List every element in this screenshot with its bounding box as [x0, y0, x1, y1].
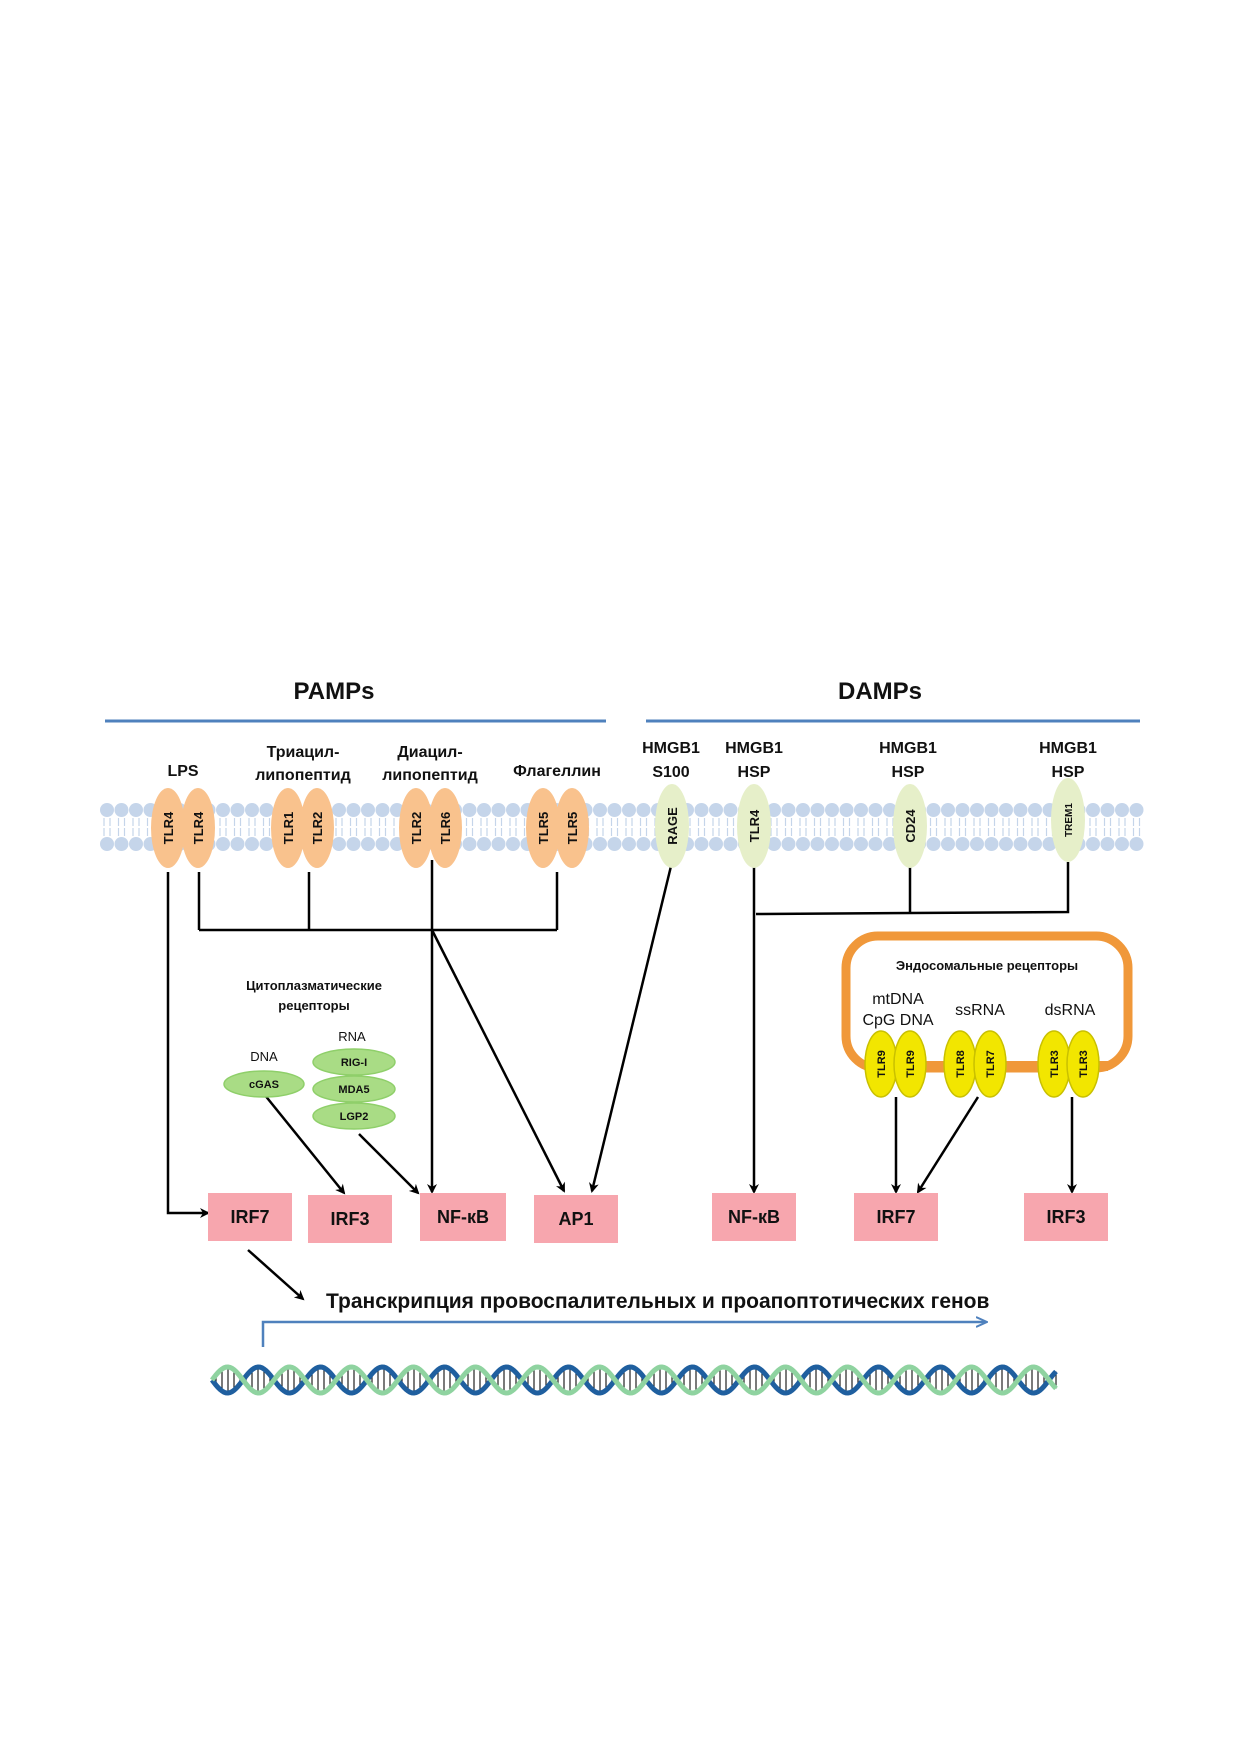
- receptor-label-trem1: TREM1: [1064, 803, 1075, 837]
- ligand-hmgb1-hsp-1-line1: HMGB1: [725, 740, 783, 757]
- ligand-hmgb1-hsp-1-line2: HSP: [738, 764, 771, 781]
- receptor-tlr9-b: [893, 1030, 927, 1098]
- tf-ap1: AP1: [558, 1209, 593, 1229]
- tf-irf3-left: IRF3: [330, 1209, 369, 1229]
- ligand-hmgb1-hsp-2-line1: HMGB1: [879, 740, 937, 757]
- label-rna: RNA: [338, 1029, 366, 1044]
- label-tlr3-a: TLR3: [1049, 1050, 1061, 1078]
- ligand-hmgb1-hsp-3-line2: HSP: [1052, 764, 1085, 781]
- receptor-label-cd24: CD24: [903, 809, 918, 843]
- label-tlr7: TLR7: [985, 1050, 997, 1078]
- label-ssrna: ssRNA: [955, 1002, 1005, 1019]
- connector-trem1-bus: [755, 862, 1070, 916]
- receptor-label-tlr5-a: TLR5: [536, 812, 551, 845]
- receptor-label-rage: RAGE: [665, 807, 680, 845]
- receptor-rig-i: [312, 1048, 396, 1076]
- ligand-hmgb1-s100-line2: S100: [652, 764, 689, 781]
- receptor-label-tlr2-a: TLR2: [310, 812, 325, 845]
- label-lgp2: LGP2: [340, 1111, 369, 1123]
- transcription-label: Транскрипция провоспалительных и проапоп…: [326, 1290, 990, 1313]
- receptor-tlr4-b: [181, 788, 215, 868]
- receptor-tlr4-a: [151, 788, 185, 868]
- connector-cgas-irf3: [263, 1093, 346, 1195]
- transcription-factors: IRF7 IRF3 NF-кB AP1 NF-кB IRF7 IRF3: [208, 1193, 1108, 1243]
- label-mtdna: mtDNA: [872, 991, 924, 1008]
- tf-irf7-left: IRF7: [230, 1207, 269, 1227]
- transcription-start-arrow: [261, 1322, 986, 1347]
- box-ap1: [534, 1195, 618, 1243]
- ligand-diacyl-line1: Диацил-: [397, 744, 462, 761]
- connector-rage-ap1: [589, 861, 674, 1193]
- damps-heading: DAMPs: [838, 678, 922, 705]
- ligand-triacyl-line1: Триацил-: [267, 744, 340, 761]
- receptor-tlr7: [973, 1030, 1007, 1098]
- cytoplasmic-receptors: Цитоплазматические рецепторы DNA RNA cGA…: [223, 978, 396, 1130]
- receptor-tlr6: [428, 788, 462, 868]
- label-tlr3-b: TLR3: [1078, 1050, 1090, 1078]
- label-rig-i: RIG-I: [341, 1057, 367, 1069]
- cytoplasmic-title-line1: Цитоплазматические: [246, 978, 382, 993]
- receptor-tlr2-b: [399, 788, 433, 868]
- label-tlr8: TLR8: [955, 1050, 967, 1078]
- label-dsrna: dsRNA: [1045, 1002, 1096, 1019]
- cytoplasmic-title-line2: рецепторы: [278, 998, 349, 1013]
- box-irf3-right: [1024, 1193, 1108, 1241]
- connector-tlr7-irf7: [916, 1096, 980, 1194]
- receptor-tlr3-b: [1066, 1030, 1100, 1098]
- ligand-hmgb1-hsp-2-line2: HSP: [892, 764, 925, 781]
- connector-bus-ap1: [430, 929, 566, 1193]
- endosomal-title: Эндосомальные рецепторы: [896, 958, 1078, 973]
- ligand-lps: LPS: [167, 763, 198, 780]
- connector-tlr4-irf7: [166, 872, 210, 1218]
- label-tlr9-b: TLR9: [905, 1050, 917, 1078]
- receptor-tlr5-a: [526, 788, 560, 868]
- receptor-label-tlr2-b: TLR2: [409, 812, 424, 845]
- receptor-label-tlr4-b: TLR4: [191, 811, 206, 844]
- connector-irf7-transcription: [247, 1249, 305, 1301]
- receptor-label-tlr4-a: TLR4: [161, 811, 176, 844]
- box-irf7-right: [854, 1193, 938, 1241]
- receptor-label-tlr6: TLR6: [438, 812, 453, 845]
- cell-membrane: [100, 803, 1144, 851]
- box-nfkb-left: [420, 1193, 506, 1241]
- tf-nfkb-right: NF-кB: [728, 1207, 780, 1227]
- pamp-receptors: TLR4 TLR4 TLR1 TLR2 TLR2 TLR6 TLR5 TLR5: [151, 788, 589, 868]
- label-tlr9-a: TLR9: [876, 1050, 888, 1078]
- label-dna: DNA: [250, 1049, 278, 1064]
- receptor-tlr5-b: [555, 788, 589, 868]
- receptor-trem1: [1051, 778, 1085, 862]
- endosome: Эндосомальные рецепторы mtDNA CpG DNA ss…: [841, 931, 1133, 1098]
- receptor-label-tlr1: TLR1: [281, 812, 296, 845]
- box-irf7-left: [208, 1193, 292, 1241]
- dna-helix-icon: [210, 1364, 1058, 1396]
- ligand-hmgb1-hsp-3-line1: HMGB1: [1039, 740, 1097, 757]
- box-nfkb-right: [712, 1193, 796, 1241]
- receptor-tlr4-damp: [737, 784, 771, 868]
- signaling-connectors: [166, 860, 1077, 1301]
- tf-irf3-right: IRF3: [1046, 1207, 1085, 1227]
- tf-nfkb-left: NF-кB: [437, 1207, 489, 1227]
- receptor-cd24: [893, 784, 927, 868]
- receptor-cgas: [223, 1070, 305, 1098]
- ligand-hmgb1-s100-line1: HMGB1: [642, 740, 700, 757]
- receptor-label-tlr4-damp: TLR4: [747, 809, 762, 842]
- box-irf3-left: [308, 1195, 392, 1243]
- ligand-flagellin: Флагеллин: [513, 763, 601, 780]
- label-cgas: cGAS: [249, 1079, 279, 1091]
- connector-lgp2-nfkb: [358, 1133, 420, 1195]
- receptor-tlr1: [271, 788, 305, 868]
- receptor-rage: [655, 784, 689, 868]
- label-cpg-dna: CpG DNA: [862, 1012, 933, 1029]
- ligand-diacyl-line2: липопептид: [382, 767, 478, 784]
- receptor-lgp2: [312, 1102, 396, 1130]
- receptor-label-tlr5-b: TLR5: [565, 812, 580, 845]
- pamps-heading: PAMPs: [294, 678, 375, 705]
- damp-receptors: RAGE TLR4 CD24 TREM1: [655, 778, 1085, 868]
- receptor-mda5: [312, 1075, 396, 1103]
- label-mda5: MDA5: [338, 1084, 369, 1096]
- tf-irf7-right: IRF7: [876, 1207, 915, 1227]
- receptor-tlr2-a: [300, 788, 334, 868]
- ligand-triacyl-line2: липопептид: [255, 767, 351, 784]
